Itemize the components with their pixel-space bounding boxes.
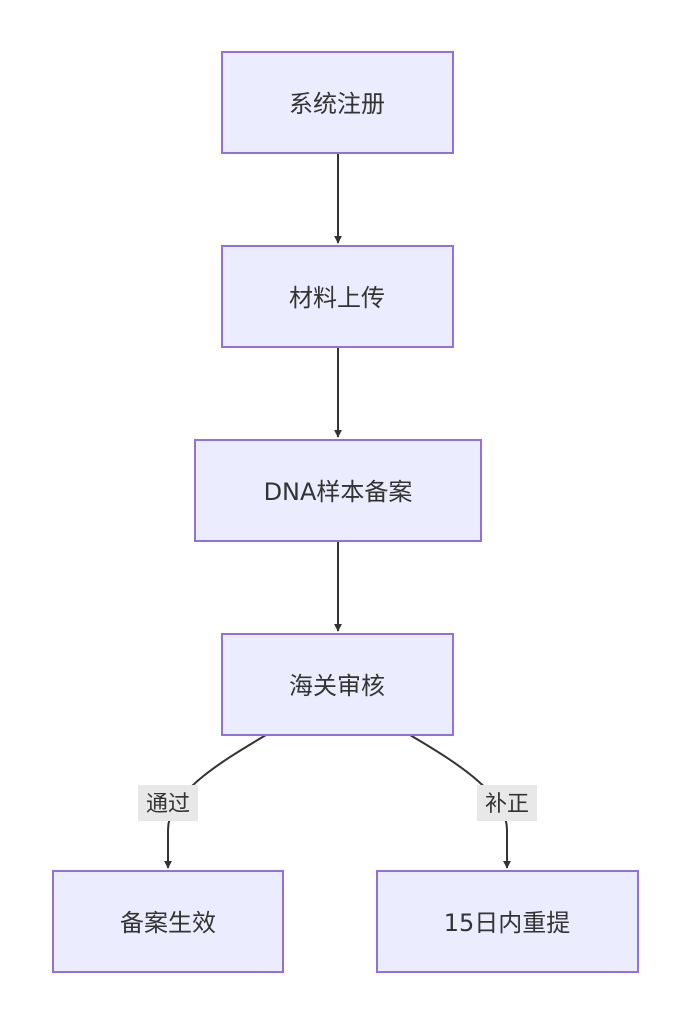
node-review: 海关审核 xyxy=(221,633,454,736)
node-review-label: 海关审核 xyxy=(289,672,385,700)
node-dna-sample: DNA样本备案 xyxy=(194,439,482,542)
edge-label-pass-text: 通过 xyxy=(146,792,190,817)
edge-label-correct: 补正 xyxy=(477,785,537,821)
node-register: 系统注册 xyxy=(221,51,454,154)
edge-review-to-resubmit xyxy=(409,734,511,869)
node-upload: 材料上传 xyxy=(221,245,454,348)
node-effective: 备案生效 xyxy=(52,870,284,973)
node-resubmit-label: 15日内重提 xyxy=(444,909,571,937)
node-register-label: 系统注册 xyxy=(289,90,385,118)
node-effective-label: 备案生效 xyxy=(120,909,216,937)
edge-label-pass: 通过 xyxy=(138,785,198,821)
edge-label-correct-text: 补正 xyxy=(485,792,529,817)
node-upload-label: 材料上传 xyxy=(289,284,385,312)
node-dna-sample-label: DNA样本备案 xyxy=(264,478,413,506)
edge-review-to-effective xyxy=(164,734,267,869)
node-resubmit: 15日内重提 xyxy=(376,870,639,973)
